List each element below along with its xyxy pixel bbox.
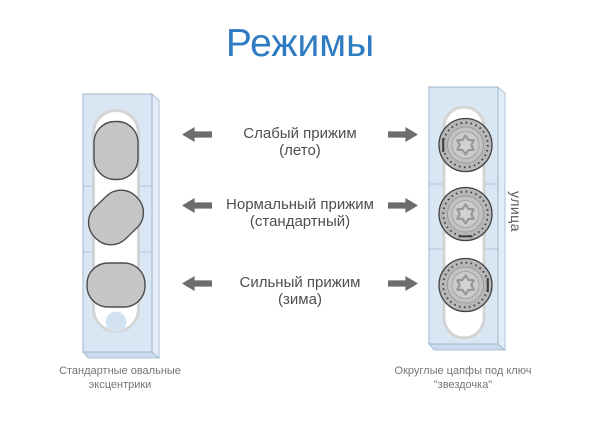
- star-cam-weak: [438, 117, 493, 173]
- caption-line: "звездочка": [433, 379, 493, 391]
- arrow-left-icon: [182, 198, 212, 213]
- mode-sublabel: (лето): [279, 142, 321, 159]
- left-hardware-panel: [82, 93, 161, 359]
- arrow-right-icon: [388, 276, 418, 291]
- panel-bottom-face: [428, 343, 507, 351]
- right-panel-caption: Округлые цапфы под ключ "звездочка": [375, 364, 551, 392]
- star-socket: [456, 203, 475, 225]
- caption-line: эксцентрики: [88, 379, 152, 391]
- arrow-right-icon: [388, 127, 418, 142]
- caption-line: Стандартные овальные: [59, 365, 181, 377]
- star-socket: [456, 134, 475, 156]
- arrow-left-icon: [182, 276, 212, 291]
- mode-label: Слабый прижим: [243, 125, 357, 142]
- panel-right-face: [497, 86, 506, 351]
- oval-eccentric-strong: [86, 262, 146, 308]
- arrow-right-icon: [388, 198, 418, 213]
- mode-sublabel: (зима): [278, 291, 322, 308]
- caption-line: Округлые цапфы под ключ: [394, 365, 532, 377]
- arrow-left-icon: [182, 127, 212, 142]
- street-side-label: улица: [508, 191, 524, 232]
- star-cam-normal: [438, 186, 493, 242]
- mode-label: Нормальный прижим: [226, 196, 374, 213]
- star-socket: [456, 274, 475, 296]
- star-cam-strong: [438, 257, 493, 313]
- slot-end-hole: [105, 311, 127, 333]
- mode-label: Сильный прижим: [239, 274, 361, 291]
- mode-row-strong: Сильный прижим (зима): [182, 274, 418, 308]
- page-title: Режимы: [225, 22, 375, 65]
- oval-eccentric-weak: [93, 120, 139, 181]
- mode-row-normal: Нормальный прижим (стандартный): [182, 196, 418, 230]
- mode-sublabel: (стандартный): [249, 213, 351, 230]
- right-hardware-panel: [428, 86, 507, 351]
- panel-bottom-face: [82, 351, 161, 359]
- oval-eccentric-normal: [87, 189, 145, 246]
- panel-right-face: [151, 93, 160, 359]
- left-panel-caption: Стандартные овальные эксцентрики: [32, 364, 208, 392]
- mode-row-weak: Слабый прижим (лето): [182, 125, 418, 159]
